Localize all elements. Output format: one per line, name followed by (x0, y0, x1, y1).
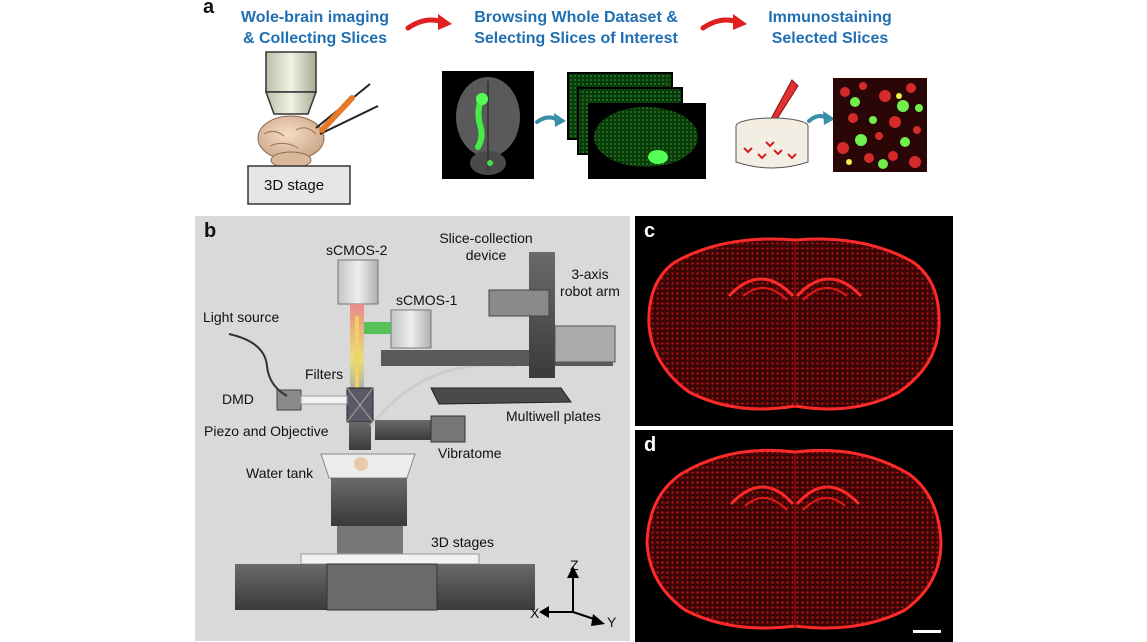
panel-b-letter: b (204, 220, 217, 242)
step-1-title: Wole-brain imaging & Collecting Slices (222, 7, 408, 49)
axis-z-label: Z (570, 557, 579, 573)
slice-device-line-1: Slice-collection (439, 230, 533, 246)
step-2-line-1: Browsing Whole Dataset & (474, 9, 678, 26)
next-step-arrow-icon (807, 111, 835, 125)
coronal-section-d (635, 430, 953, 642)
next-step-arrow-icon (535, 113, 566, 127)
water-tank-label: Water tank (246, 465, 314, 481)
step-3-line-2: Selected Slices (771, 30, 889, 47)
step-3-line-1: Immunostaining (768, 9, 892, 26)
light-source-label: Light source (203, 309, 280, 325)
apparatus-illustration (228, 252, 616, 626)
coronal-section-c (635, 216, 953, 426)
axis-x-label: X (530, 605, 540, 621)
imaging-setup-illustration (247, 51, 379, 205)
dmd-label: DMD (222, 391, 254, 407)
scmos-2-label: sCMOS-2 (326, 242, 388, 258)
panel-d-letter: d (644, 434, 657, 456)
piezo-objective-label: Piezo and Objective (204, 423, 329, 439)
flow-arrow-icon (405, 14, 452, 31)
scale-bar (913, 630, 941, 633)
immunostained-slice-image (833, 78, 927, 172)
panel-c-letter: c (644, 220, 656, 242)
robot-arm-label: 3-axis robot arm (552, 266, 628, 300)
slice-collection-device-label: Slice-collection device (426, 230, 546, 264)
3d-stages-label: 3D stages (431, 534, 495, 550)
coronal-slice-stack (567, 72, 706, 179)
axis-y-label: Y (607, 614, 617, 630)
step-2-title: Browsing Whole Dataset & Selecting Slice… (452, 7, 700, 49)
brain-dorsal-view (442, 71, 534, 179)
scmos-1-label: sCMOS-1 (396, 292, 458, 308)
step-1-line-2: & Collecting Slices (242, 30, 388, 47)
step-3-title: Immunostaining Selected Slices (745, 7, 915, 49)
multiwell-plates-label: Multiwell plates (506, 408, 601, 424)
panel-a-letter: a (203, 0, 215, 18)
step-2-line-2: Selecting Slices of Interest (474, 30, 678, 47)
robot-arm-line-2: robot arm (560, 283, 620, 299)
immunostaining-dish (735, 79, 809, 169)
step-1-line-1: Wole-brain imaging (240, 9, 390, 26)
stage-label: 3D stage (264, 177, 325, 194)
flow-arrow-icon (700, 14, 747, 31)
vibratome-label: Vibratome (438, 445, 502, 461)
robot-arm-line-1: 3-axis (571, 266, 609, 282)
filters-label: Filters (305, 366, 344, 382)
slice-device-line-2: device (465, 247, 507, 263)
